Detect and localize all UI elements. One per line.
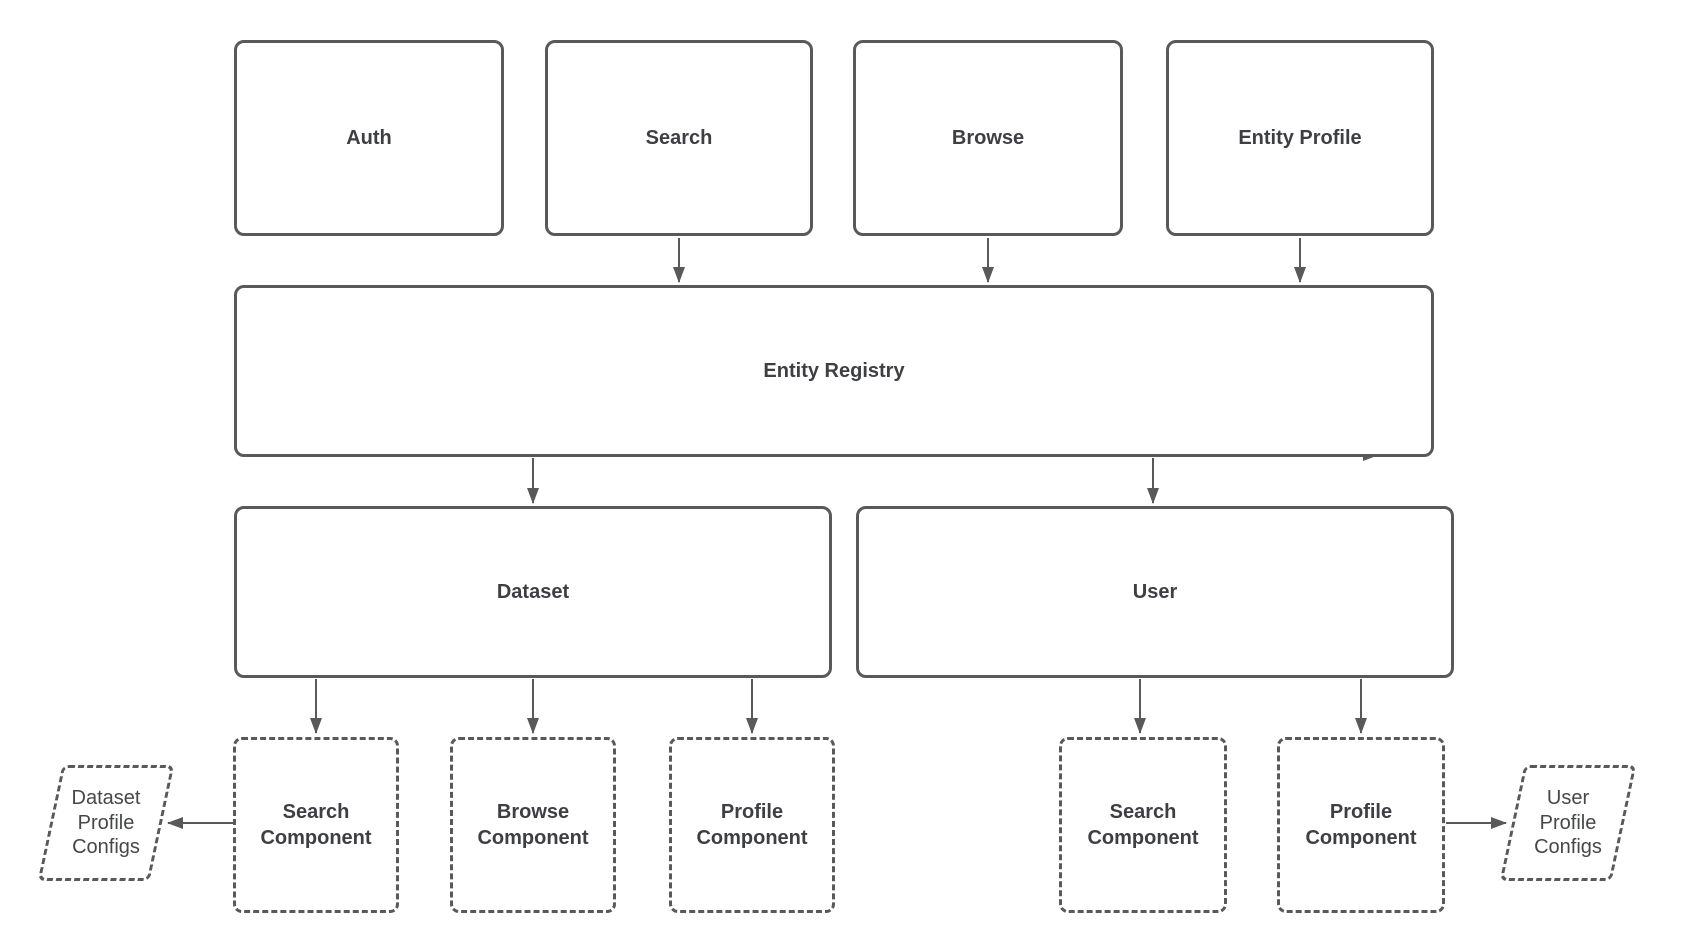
dataset-node: Dataset (234, 506, 832, 678)
entity-registry-node-label: Entity Registry (763, 360, 905, 382)
dataset-profile-component-node: Profile Component (669, 737, 835, 913)
user-search-component-label: Search Component (1087, 801, 1199, 849)
user-node: User (856, 506, 1454, 678)
dataset-search-component-node: Search Component (233, 737, 399, 913)
dataset-profile-configs-label: Dataset Profile Configs (71, 787, 141, 859)
browse-node: Browse (853, 40, 1123, 236)
user-node-label: User (1132, 581, 1178, 603)
user-profile-configs-label: User Profile Configs (1534, 787, 1602, 859)
browse-node-label: Browse (951, 127, 1025, 149)
auth-node: Auth (234, 40, 504, 236)
dataset-node-label: Dataset (496, 581, 570, 603)
user-profile-configs-node: User Profile Configs (1499, 765, 1637, 881)
entity-profile-node: Entity Profile (1166, 40, 1434, 236)
dataset-browse-component-label: Browse Component (477, 801, 589, 849)
dataset-search-component-label: Search Component (260, 801, 372, 849)
entity-profile-node-label: Entity Profile (1238, 127, 1362, 149)
user-profile-component-label: Profile Component (1305, 801, 1417, 849)
dataset-profile-configs-node: Dataset Profile Configs (37, 765, 175, 881)
user-search-component-node: Search Component (1059, 737, 1227, 913)
entity-registry-node: Entity Registry (234, 285, 1434, 457)
auth-node-label: Auth (346, 127, 392, 149)
dataset-browse-component-node: Browse Component (450, 737, 616, 913)
user-profile-component-node: Profile Component (1277, 737, 1445, 913)
search-node: Search (545, 40, 813, 236)
dataset-profile-component-label: Profile Component (696, 801, 808, 849)
search-node-label: Search (645, 127, 713, 149)
